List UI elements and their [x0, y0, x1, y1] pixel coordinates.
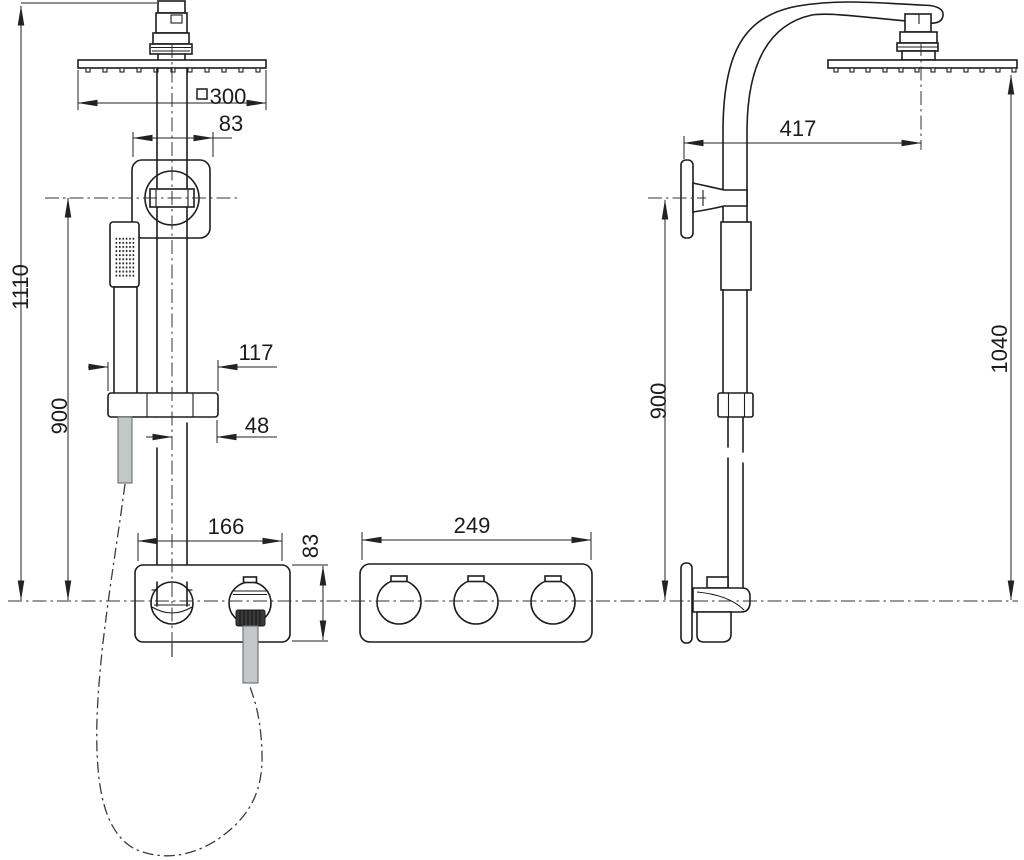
- square-symbol: [196, 88, 208, 100]
- mixer-valve: [134, 564, 291, 684]
- dim-slider-width: 117: [88, 340, 277, 391]
- dim-side-bracket-height: 900: [646, 199, 671, 601]
- slider-bracket: [107, 392, 219, 418]
- dim-mixer-width: 166: [137, 514, 283, 561]
- dim-bracket-width: 83: [132, 111, 243, 157]
- head-ball-joint: [896, 13, 939, 61]
- dim-head-reach: 417: [683, 116, 922, 159]
- shower-nozzles: [85, 67, 261, 73]
- dim-mixer-height: 83: [292, 534, 328, 642]
- dim-side-head-height: 1040: [987, 74, 1015, 601]
- dim-label-side-head-height: 1040: [987, 325, 1012, 374]
- shower-nozzles-side: [833, 67, 1017, 73]
- centerlines: [8, 42, 1018, 644]
- hand-shower-face: [115, 237, 135, 278]
- overhead-shower-side: [827, 59, 1018, 73]
- hand-shower: [109, 221, 140, 395]
- trim-knob-2: [453, 575, 499, 625]
- valve-hose: [242, 625, 259, 684]
- dim-label-slider-width: 117: [238, 340, 273, 365]
- dim-label-head-width: 300: [210, 84, 247, 109]
- side-view: [680, 1, 1018, 644]
- trim-plate: [359, 563, 593, 643]
- trim-knob-3: [530, 575, 576, 625]
- dim-label-head-reach: 417: [780, 116, 817, 141]
- dim-label-trim-width: 249: [454, 513, 491, 538]
- mixer-valve-side: [680, 562, 751, 644]
- ceiling-connector: [149, 0, 193, 61]
- hose-loop-phantom: [96, 483, 263, 857]
- dim-slider-offset: 48: [146, 413, 277, 443]
- dim-trim-width: 249: [361, 513, 592, 560]
- slider-clamp-side: [717, 392, 754, 418]
- dim-head-width: 300: [77, 70, 267, 110]
- riser-sleeve: [720, 221, 752, 291]
- dimensions: 300 83 1110 900 117: [8, 2, 1015, 642]
- hand-shower-hose: [117, 416, 133, 484]
- dim-overall-height: 1110: [8, 2, 157, 601]
- dim-label-outlet-height: 900: [47, 398, 72, 435]
- dim-outlet-height: 900: [47, 197, 72, 601]
- dim-label-side-bracket-height: 900: [646, 383, 671, 420]
- dim-label-mixer-height: 83: [298, 534, 323, 558]
- dim-label-slider-offset: 48: [245, 413, 269, 438]
- trim-knob-1: [376, 575, 422, 625]
- dim-label-bracket-width: 83: [219, 111, 243, 136]
- dim-label-mixer-width: 166: [208, 514, 245, 539]
- wall-bracket-side: [680, 159, 748, 239]
- dim-label-overall-height: 1110: [8, 264, 33, 310]
